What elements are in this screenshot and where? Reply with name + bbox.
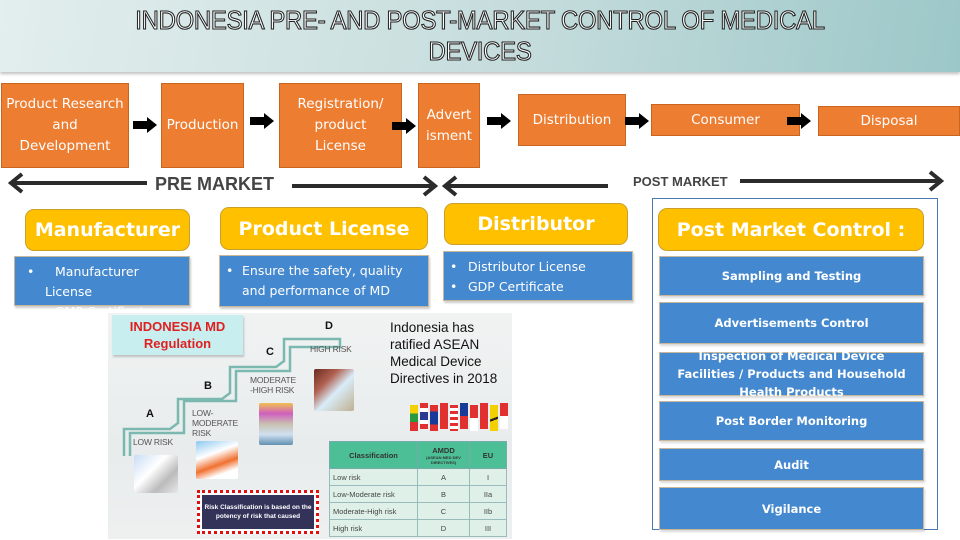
pm-item-post-border-monitoring: Post Border Monitoring xyxy=(659,401,924,441)
stair-label-low-moderate: LOW-MODERATE RISK xyxy=(192,408,238,438)
bullet-list: •Ensure the safety, quality and performa… xyxy=(220,256,428,301)
step-label: Production xyxy=(166,117,239,133)
bullet-list: •Manufacturer License •GMP Certificate xyxy=(15,257,189,322)
bullet-item: •Distributor License xyxy=(450,259,586,274)
stair-label-low: LOW RISK xyxy=(133,437,173,447)
low-risk-device-image xyxy=(134,455,178,493)
arrow-right-icon xyxy=(928,170,944,192)
product-license-header: Product License xyxy=(220,207,428,250)
step-label: Distribution xyxy=(532,111,612,128)
bullet-item: •GDP Certificate xyxy=(450,279,564,294)
bullet-item: •Manufacturer License xyxy=(27,264,139,299)
manufacturer-header: Manufacturer xyxy=(25,209,190,251)
table-header-classification: Classification xyxy=(329,441,418,469)
arrow-left-icon xyxy=(442,175,458,197)
bullet-item: •Ensure the safety, quality and performa… xyxy=(226,263,403,298)
step-production: Production xyxy=(161,83,244,168)
table-row: Low risk A I xyxy=(329,468,507,486)
table-header-amdd: AMDD (ASEAN MED DEV DIRECTIVES) xyxy=(417,441,470,469)
pre-market-label: PRE MARKET xyxy=(155,174,275,194)
distributor-details: •Distributor License •GDP Certificate xyxy=(443,251,633,301)
pm-item-audit: Audit xyxy=(659,448,924,481)
post-market-line-right xyxy=(740,179,938,183)
table-row: High risk D III xyxy=(329,519,507,537)
stair-letter-a: A xyxy=(146,408,154,420)
moderate-high-device-image xyxy=(259,403,293,445)
step-product-research: Product Research and Development xyxy=(1,83,129,168)
flow-arrow-icon xyxy=(625,113,649,129)
flow-arrow-icon xyxy=(787,113,811,129)
pm-item-vigilance: Vigilance xyxy=(659,487,924,530)
step-advertisement: Advert isment xyxy=(418,83,480,168)
flow-arrow-icon xyxy=(133,117,157,133)
product-license-details: •Ensure the safety, quality and performa… xyxy=(219,255,429,307)
regulation-title: INDONESIA MD Regulation xyxy=(112,315,243,355)
post-market-control-header: Post Market Control : xyxy=(658,208,924,251)
asean-flags-image xyxy=(408,397,508,441)
pm-item-sampling-testing: Sampling and Testing xyxy=(659,256,924,296)
arrow-right-icon xyxy=(422,175,438,197)
post-market-line-left xyxy=(446,184,608,188)
high-risk-device-image xyxy=(314,369,354,411)
regulation-panel: INDONESIA MD Regulation A LOW RISK B LOW… xyxy=(108,313,512,539)
table-header-row: Classification AMDD (ASEAN MED DEV DIREC… xyxy=(329,441,507,469)
step-registration: Registration/ product License xyxy=(279,83,402,168)
table-row: Moderate-High risk C IIb xyxy=(329,502,507,520)
low-moderate-device-image xyxy=(196,441,238,479)
stair-letter-c: C xyxy=(266,346,274,358)
post-market-label: POST MARKET xyxy=(633,174,728,189)
step-label: Consumer xyxy=(691,111,760,128)
stair-letter-d: D xyxy=(325,320,333,332)
step-label: Product Research and Development xyxy=(6,96,124,154)
distributor-header: Distributor xyxy=(444,203,628,245)
step-consumer: Consumer xyxy=(651,104,800,136)
bullet-list: •Distributor License •GDP Certificate xyxy=(444,252,632,297)
flow-arrow-icon xyxy=(487,113,511,129)
flow-arrow-icon xyxy=(392,118,416,134)
asean-ratified-text: Indonesia has ratified ASEAN Medical Dev… xyxy=(390,320,498,386)
flow-arrow-icon xyxy=(250,113,274,129)
page-title: INDONESIA PRE- AND POST-MARKET CONTROL O… xyxy=(135,4,826,66)
step-label: Registration/ product License xyxy=(297,96,384,154)
table-header-eu: EU xyxy=(469,441,507,469)
risk-staircase xyxy=(122,337,342,456)
table-row: Low-Moderate risk B IIa xyxy=(329,485,507,503)
manufacturer-details: •Manufacturer License •GMP Certificate xyxy=(14,256,190,319)
stair-label-moderate-high: MODERATE -HIGH RISK xyxy=(250,375,296,395)
pre-market-line-left xyxy=(12,181,147,185)
risk-classification-table: Classification AMDD (ASEAN MED DEV DIREC… xyxy=(329,441,507,537)
stair-label-high: HIGH RISK xyxy=(310,344,352,354)
title-bar: INDONESIA PRE- AND POST-MARKET CONTROL O… xyxy=(0,0,960,72)
pre-market-line-right xyxy=(292,184,432,188)
pm-item-inspection: Inspection of Medical Device Facilities … xyxy=(659,349,924,399)
stair-letter-b: B xyxy=(204,380,212,392)
step-distribution: Distribution xyxy=(518,94,626,146)
step-disposal: Disposal xyxy=(818,106,960,136)
risk-classification-note: Risk Classification is based on the pote… xyxy=(197,490,319,534)
arrow-left-icon xyxy=(8,172,24,194)
pm-item-advertisements-control: Advertisements Control xyxy=(659,302,924,344)
step-label: Disposal xyxy=(860,112,918,129)
step-label: Advert isment xyxy=(425,106,473,144)
